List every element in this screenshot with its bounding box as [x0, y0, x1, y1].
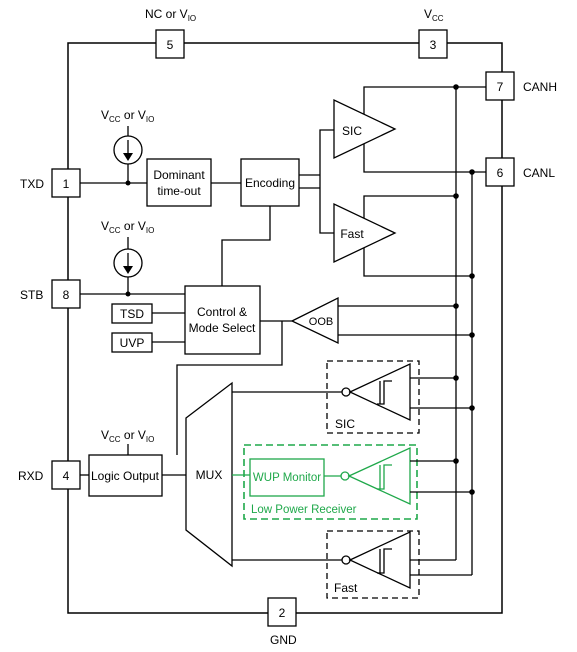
- lp-inputs: [410, 460, 472, 493]
- pin-3-label: VCC: [424, 7, 444, 23]
- sic-out-canl: [363, 144, 486, 173]
- rx-sic-box: [326, 360, 420, 434]
- rx-fast-box: [326, 530, 420, 599]
- chip-boundary: [67, 42, 503, 614]
- uvp-block: UVP: [111, 332, 153, 353]
- pin-4-number: 4: [63, 469, 70, 483]
- tsd-block: TSD: [111, 303, 153, 324]
- current-source-2: [113, 237, 143, 297]
- pin-3-number: 3: [430, 38, 437, 52]
- pin-4: 4: [51, 460, 81, 490]
- svg-text:Dominant: Dominant: [153, 168, 205, 182]
- pin-7: 7: [485, 71, 515, 101]
- pin-8-number: 8: [63, 288, 70, 302]
- pin-7-number: 7: [497, 80, 504, 94]
- supply-label-2: VCC or VIO: [101, 219, 154, 235]
- rx-sic-comparator: [341, 362, 411, 422]
- pin-7-label: CANH: [523, 80, 557, 94]
- pin-2-number: 2: [279, 606, 286, 620]
- svg-text:time-out: time-out: [157, 184, 201, 198]
- rx-sic-label: SIC: [335, 417, 355, 431]
- rx-sic-inputs: [410, 377, 472, 409]
- sic-out-canh: [363, 86, 486, 114]
- pin-8: 8: [51, 279, 81, 309]
- supply-label-3: VCC or VIO: [101, 428, 154, 444]
- pin-6: 6: [485, 157, 515, 187]
- encoding-block: Encoding: [240, 158, 300, 207]
- rx-fast-comparator: [341, 530, 411, 590]
- pin-1: 1: [51, 168, 81, 198]
- oob-comparator: OOB: [290, 296, 339, 345]
- svg-text:UVP: UVP: [120, 336, 145, 350]
- pin-4-label: RXD: [18, 469, 44, 483]
- svg-text:WUP Monitor: WUP Monitor: [253, 472, 321, 484]
- fast-out-canl: [363, 248, 472, 277]
- svg-text:MUX: MUX: [196, 468, 223, 482]
- fast-out-canh: [363, 195, 456, 218]
- low-power-comparator: [340, 446, 411, 506]
- svg-text:Fast: Fast: [340, 227, 364, 241]
- encoding-to-control-wire: [221, 206, 271, 286]
- sic-driver: SIC: [333, 98, 397, 160]
- pin-3: 3: [418, 29, 448, 59]
- low-power-receiver-label: Low Power Receiver: [251, 504, 357, 516]
- rx-fast-label: Fast: [334, 581, 358, 595]
- logic-output-block: Logic Output: [88, 454, 163, 497]
- svg-text:SIC: SIC: [342, 124, 362, 138]
- pin-6-label: CANL: [523, 166, 555, 180]
- pin-8-label: STB: [20, 288, 43, 302]
- svg-text:Encoding: Encoding: [245, 176, 295, 190]
- pin-2: 2: [267, 597, 297, 627]
- low-power-receiver-box: [243, 444, 418, 520]
- encoding-to-drivers-wire: [299, 129, 334, 234]
- pin-1-label: TXD: [20, 177, 44, 191]
- svg-text:OOB: OOB: [309, 316, 333, 328]
- pin-2-label: GND: [270, 633, 297, 647]
- svg-text:Logic Output: Logic Output: [91, 469, 160, 483]
- wup-monitor-block: WUP Monitor: [249, 458, 325, 497]
- pin-5-label: NC or VIO: [145, 7, 196, 23]
- pin-5: 5: [155, 29, 185, 59]
- control-mode-select-block: Control & Mode Select: [184, 285, 261, 355]
- pin-6-number: 6: [497, 166, 504, 180]
- dominant-timeout-block: Dominant time-out: [146, 158, 212, 207]
- svg-text:Control &: Control &: [197, 305, 247, 319]
- rx-fast-inputs: [410, 559, 472, 576]
- pin-1-number: 1: [63, 177, 70, 191]
- current-source-1: [113, 126, 143, 186]
- pin-5-number: 5: [167, 38, 174, 52]
- oob-inputs: [338, 305, 472, 336]
- supply-label-1: VCC or VIO: [101, 108, 154, 124]
- fast-driver: Fast: [333, 202, 397, 264]
- mux-block: MUX: [185, 381, 233, 568]
- oob-to-logic-wire: [176, 321, 283, 455]
- svg-text:Mode Select: Mode Select: [189, 321, 256, 335]
- svg-text:TSD: TSD: [120, 307, 144, 321]
